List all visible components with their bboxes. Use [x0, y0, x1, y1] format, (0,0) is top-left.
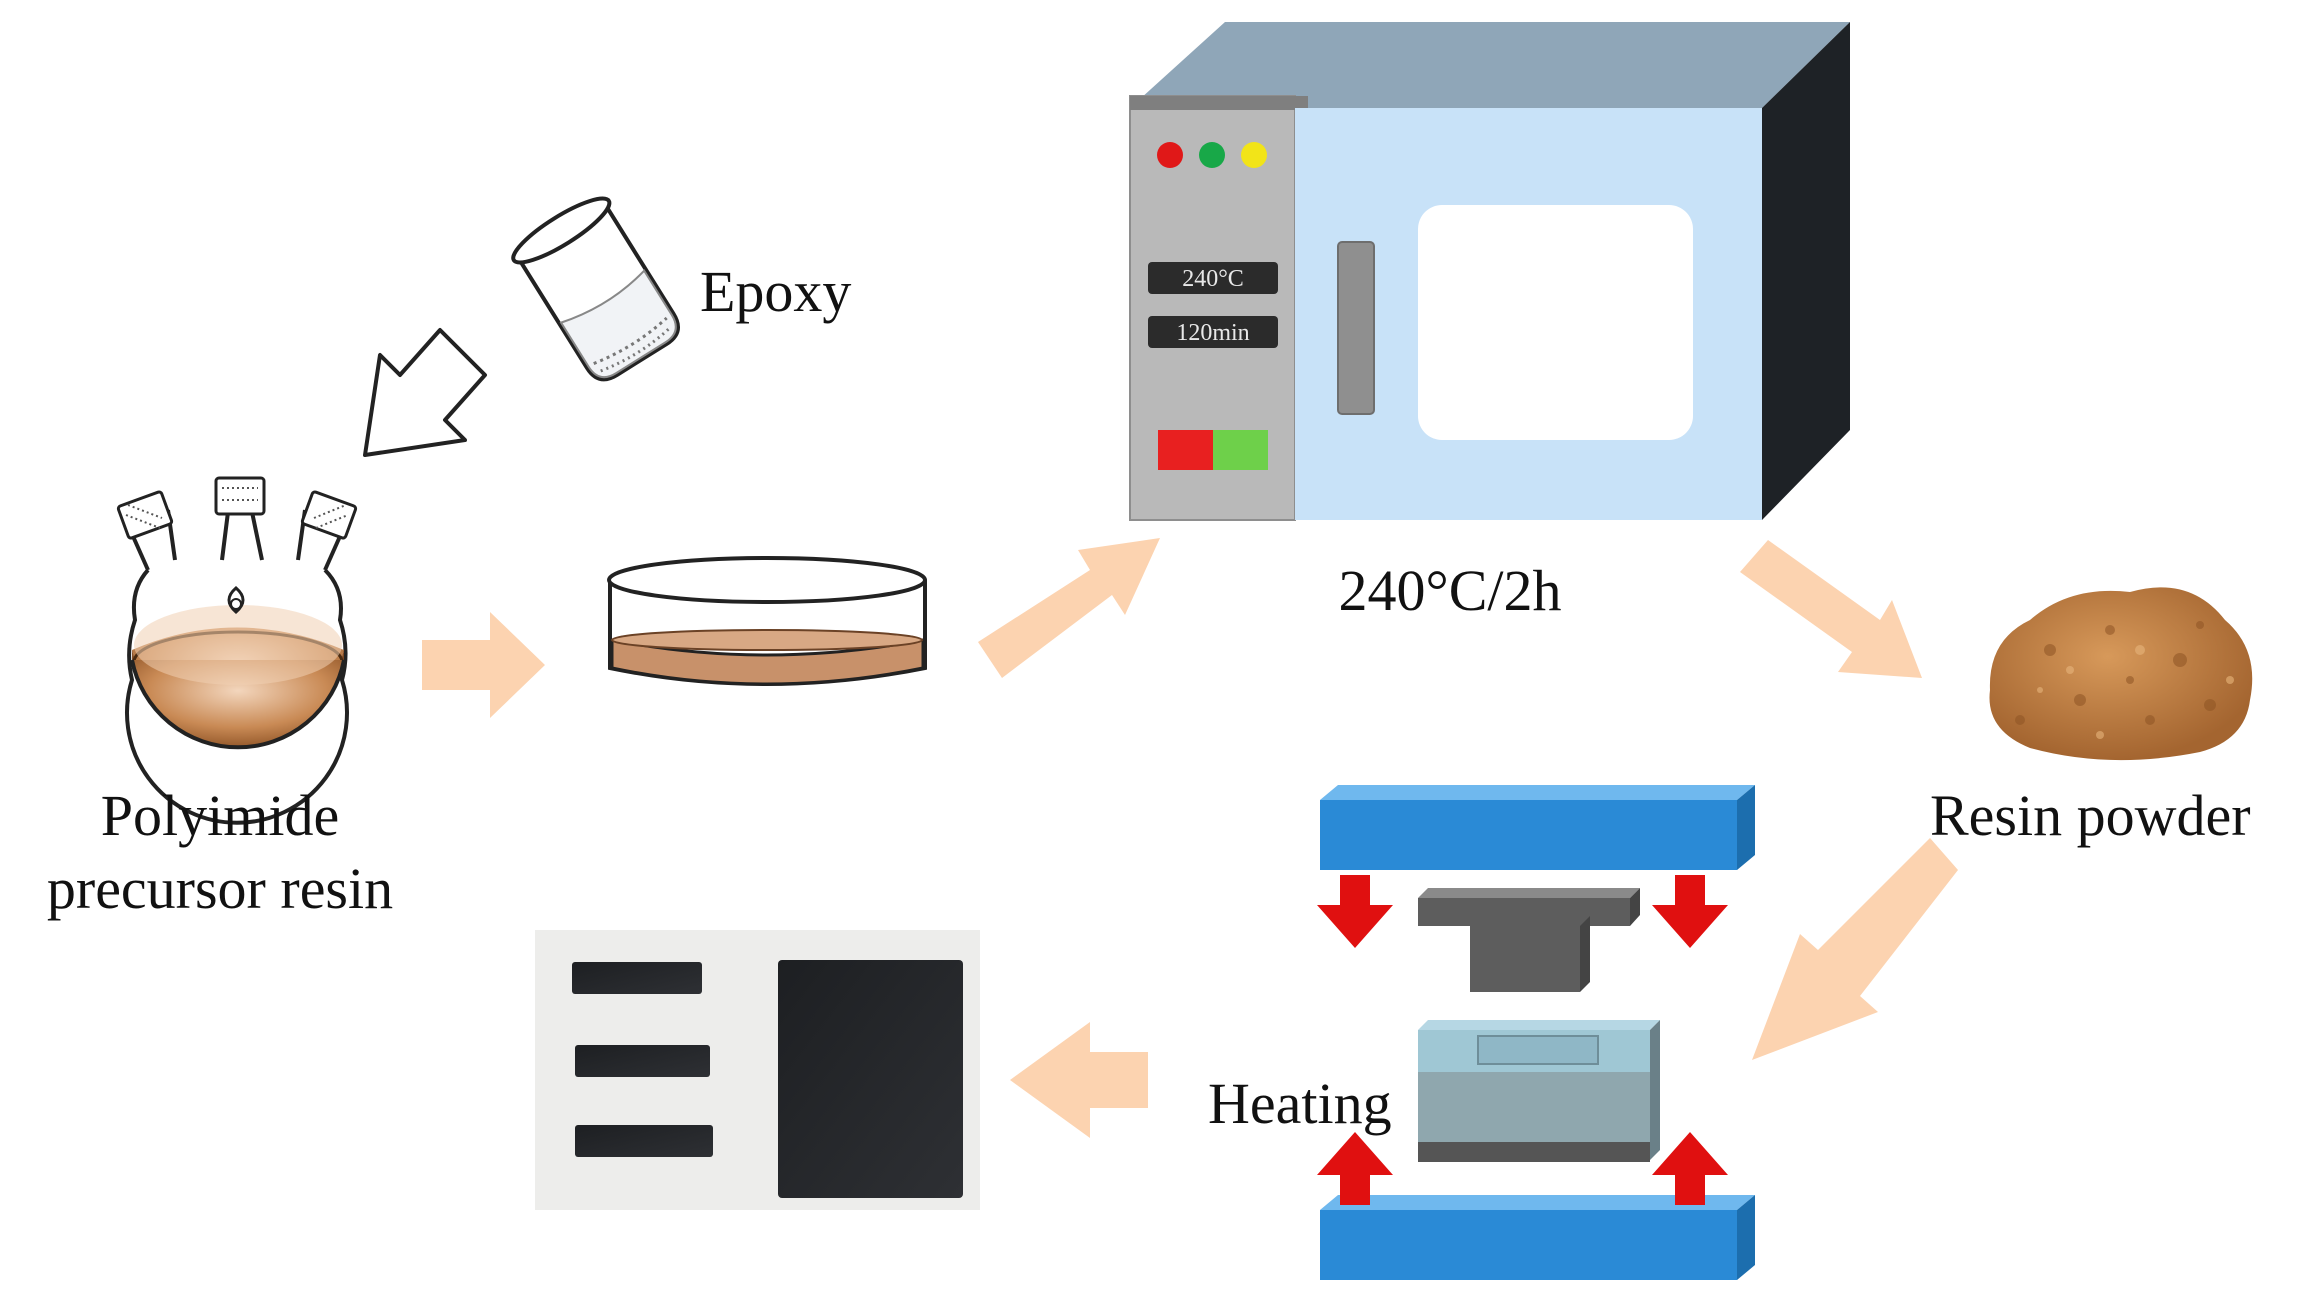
arrow-press-to-product: [1010, 1022, 1148, 1138]
label-polyimide-precursor: Polyimide precursor resin: [10, 780, 430, 925]
label-epoxy: Epoxy: [700, 259, 852, 324]
arrow-oven-to-powder: [1740, 540, 1922, 678]
display-time: 120min: [1176, 320, 1249, 346]
oven-top: [1130, 22, 1850, 108]
press-arrow-down-right: [1652, 875, 1728, 948]
label-resin-powder: Resin powder: [1930, 783, 2251, 848]
display-time-screen: [1148, 316, 1278, 348]
resin-powder-pile: [1989, 587, 2253, 761]
oven-handle[interactable]: [1337, 241, 1375, 415]
label-polyimide-line1: Polyimide: [100, 783, 340, 848]
flow-arrows: [422, 538, 1958, 1138]
sample-bar-1: [572, 962, 702, 994]
press-arrow-up-left: [1317, 1132, 1393, 1205]
hot-press: [1317, 785, 1755, 1280]
indicator-yellow: [1241, 142, 1267, 168]
sample-bar-2: [575, 1045, 710, 1077]
indicator-green: [1199, 142, 1225, 168]
display-temp-screen: [1148, 262, 1278, 294]
start-button[interactable]: [1213, 430, 1268, 470]
sample-bar-3: [575, 1125, 713, 1157]
stop-button[interactable]: [1158, 430, 1213, 470]
arrow-flask-to-dish: [422, 612, 545, 718]
label-polyimide-line2: precursor resin: [46, 855, 394, 921]
arrow-dish-to-oven: [978, 538, 1160, 678]
label-heating: Heating: [1208, 1071, 1392, 1136]
epoxy-beaker: [511, 196, 680, 382]
press-arrow-up-right: [1652, 1132, 1728, 1205]
three-neck-flask: [116, 476, 358, 825]
display-temp: 240°C: [1182, 266, 1244, 292]
press-arrow-down-left: [1317, 875, 1393, 948]
oven-side: [1762, 22, 1850, 520]
product-photo: [535, 930, 980, 1210]
label-oven-condition: 240°C/2h: [1338, 558, 1562, 623]
press-top-plate: [1320, 785, 1755, 870]
petri-dish: [607, 556, 927, 686]
sample-block: [778, 960, 963, 1198]
pour-arrow: [363, 328, 487, 457]
press-arrows: [1317, 875, 1728, 1205]
mold-punch: [1418, 888, 1640, 992]
oven: 240°C 120min: [1129, 22, 1850, 521]
oven-window[interactable]: [1418, 205, 1693, 440]
mold-die: [1418, 1020, 1660, 1162]
indicator-red: [1157, 142, 1183, 168]
press-bottom-plate: [1320, 1195, 1755, 1280]
arrow-powder-to-press: [1752, 838, 1958, 1060]
